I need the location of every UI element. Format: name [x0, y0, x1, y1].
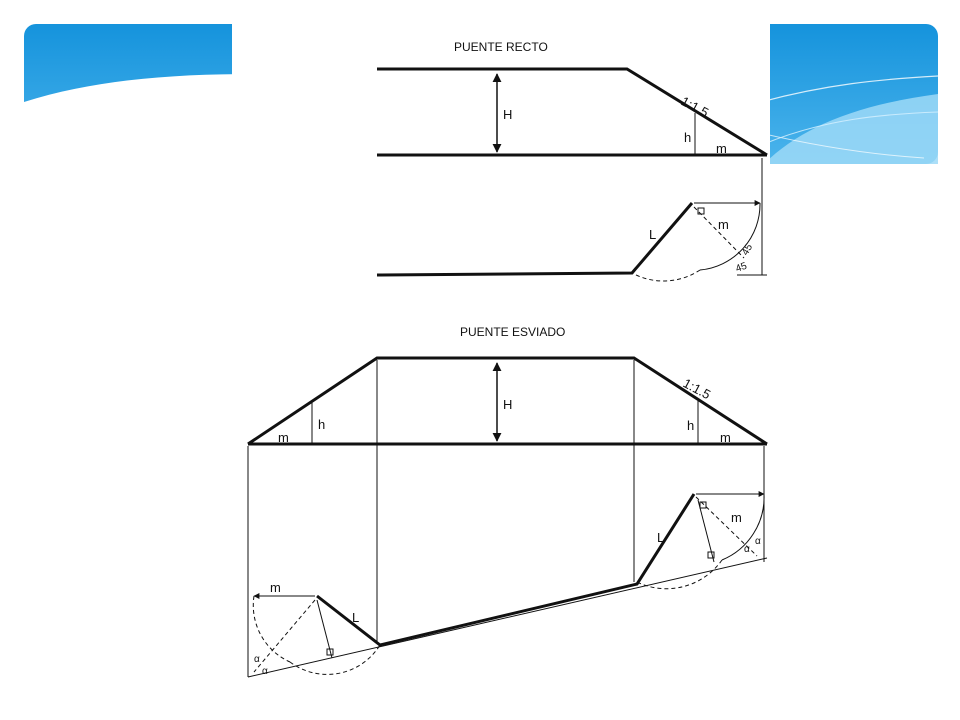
- straight-plan-length-label: L: [649, 227, 656, 242]
- straight-run-label: m: [716, 141, 727, 156]
- skewed-left-angle-mark: [326, 648, 334, 656]
- skewed-left-small-height-label: h: [318, 417, 325, 432]
- straight-plan-arc-dashed: [631, 269, 701, 282]
- skewed-left-m-label: m: [270, 580, 281, 595]
- skewed-right-arc: [721, 493, 765, 561]
- skewed-plan-bottom-edge: [247, 557, 768, 678]
- skewed-right-angle-mark-b: [707, 551, 715, 559]
- skewed-left-angle-a: α: [254, 654, 260, 665]
- straight-height-label: H: [503, 107, 512, 122]
- straight-plan-line: [376, 202, 694, 277]
- skewed-left-arc-b: [289, 644, 381, 675]
- banner-swoosh-3: [763, 111, 938, 145]
- skewed-left-length-label: L: [352, 610, 359, 625]
- straight-plan-diagonal: [693, 206, 745, 259]
- skewed-left-diagonal: [253, 599, 316, 673]
- straight-plan-arc: [699, 202, 761, 271]
- skewed-height-label: H: [503, 397, 512, 412]
- skewed-left-arc: [252, 595, 291, 663]
- banner-light-wave: [764, 94, 938, 164]
- bridge-diagram: PUENTE RECTO H 1:1.5 h m L m 45 45 PUENT…: [232, 22, 770, 698]
- straight-bridge-title: PUENTE RECTO: [454, 40, 548, 54]
- skewed-right-length-label: L: [657, 530, 664, 545]
- skewed-road-profile: [247, 356, 768, 446]
- straight-right-angle-mark: [697, 207, 705, 215]
- skewed-right-small-height-label: h: [687, 418, 694, 433]
- skewed-right-run-label: m: [720, 430, 731, 445]
- skewed-left-run-label: m: [278, 430, 289, 445]
- skewed-right-angle-mark-a: [699, 501, 707, 509]
- skewed-bridge-title: PUENTE ESVIADO: [460, 325, 565, 339]
- skewed-left-angle-b: α: [262, 666, 268, 677]
- skewed-right-angle-a: α: [744, 544, 750, 555]
- straight-road-profile: [377, 67, 768, 157]
- skewed-plan-line: [316, 493, 696, 647]
- straight-angle-label-b: 45: [734, 261, 749, 275]
- straight-angle-label-a: 45: [740, 242, 755, 258]
- skewed-left-perp: [316, 599, 333, 659]
- banner-swoosh-1: [753, 75, 938, 105]
- skewed-right-perp: [697, 499, 715, 563]
- skewed-right-angle-b: α: [755, 536, 761, 547]
- straight-small-height-label: h: [684, 130, 691, 145]
- skewed-right-m-label: m: [731, 510, 742, 525]
- straight-plan-m-label: m: [718, 217, 729, 232]
